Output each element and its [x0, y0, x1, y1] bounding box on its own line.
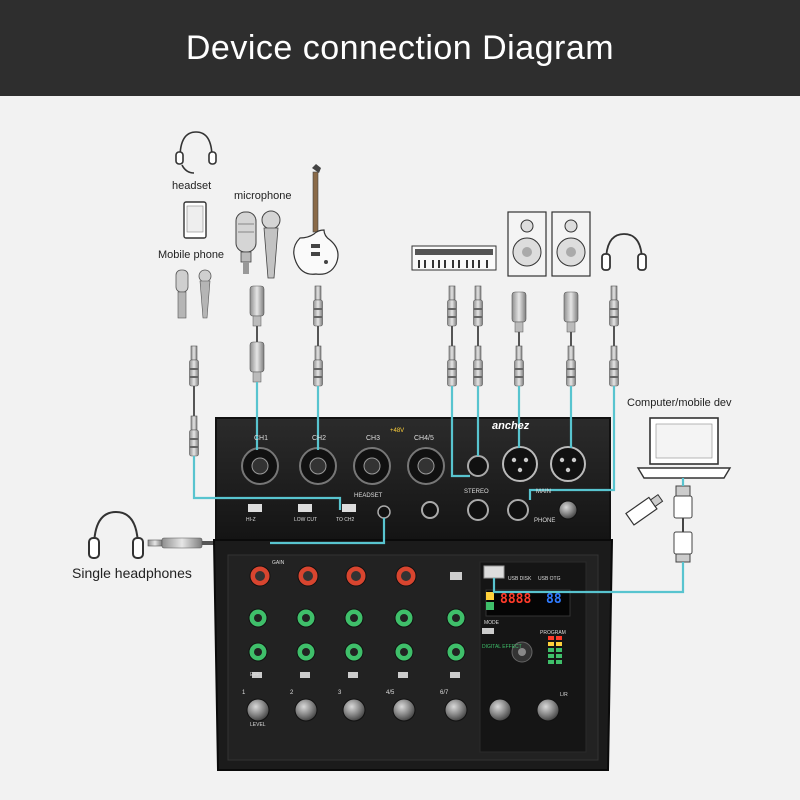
gain-label: GAIN — [272, 560, 285, 566]
mode-button[interactable] — [482, 628, 494, 634]
guitar-jack-cable — [313, 285, 323, 387]
phantom-label: +48V — [390, 428, 405, 434]
hi-z-switch[interactable] — [248, 504, 262, 512]
usb-plug-upper-icon — [673, 485, 693, 519]
laptop-icon — [636, 417, 732, 479]
headset-label: headset — [172, 180, 212, 192]
diagram-title: Device connection Diagram — [185, 28, 615, 67]
ch-number-3: 3 — [338, 690, 342, 696]
line-headphones-to-phone — [528, 386, 616, 500]
mobile-phone-icon — [183, 201, 207, 239]
to-ch2-label: TO CH2 — [336, 517, 355, 523]
low-cut-label: LOW CUT — [294, 517, 318, 523]
main-label: MAIN — [536, 489, 551, 495]
channel-strip-2 — [294, 565, 319, 722]
line-headset-to-mixer — [192, 456, 342, 510]
headset-cable — [189, 345, 199, 457]
combo-input-ch1[interactable] — [241, 447, 279, 485]
connection-diagram — [88, 131, 732, 771]
keyboard-cable-left — [447, 285, 457, 387]
diagram-stage: headset microphone Mobile phone Computer… — [0, 96, 800, 800]
headphones-icon — [601, 233, 647, 271]
dynamic-microphone-icon — [261, 210, 281, 279]
connection-lines — [192, 382, 685, 594]
usb-port[interactable] — [483, 565, 505, 579]
channel-strip-4-5 — [392, 565, 417, 722]
top-inputs — [241, 446, 586, 521]
brand-logo: anchez — [492, 420, 530, 432]
ch3-label: CH3 — [366, 435, 381, 442]
speaker-left-icon — [507, 211, 547, 277]
lr-label: L/R — [560, 692, 568, 698]
speaker-right-cable — [563, 291, 579, 387]
ch1-label: CH1 — [254, 435, 269, 442]
lr-level-knob[interactable] — [536, 698, 560, 722]
digital-effect-label: DIGITAL EFFECT — [482, 644, 522, 650]
stereo-jack-input[interactable] — [467, 455, 489, 521]
headphones-cable — [609, 285, 619, 387]
usb-disk-label: USB DISK — [508, 576, 532, 582]
speaker-left-cable — [511, 291, 527, 387]
ch-number-4-5: 4/5 — [386, 690, 395, 696]
mode-label: MODE — [484, 620, 499, 626]
lcd-readout: 8888 — [500, 592, 532, 607]
usb-stick-icon — [625, 494, 664, 526]
main-xlr-output-right[interactable] — [550, 446, 586, 482]
channel-strip-1 — [246, 565, 271, 722]
level-label: LEVEL — [250, 722, 266, 728]
title-banner: Device connection Diagram — [0, 0, 800, 96]
mic-xlr-cable — [249, 285, 265, 383]
line-usb-to-mixer — [492, 562, 685, 594]
phone-volume-knob[interactable] — [558, 500, 578, 520]
speaker-right-icon — [551, 211, 591, 277]
combo-input-ch3[interactable] — [353, 447, 391, 485]
combo-input-ch2[interactable] — [299, 447, 337, 485]
program-label: PROGRAM — [540, 630, 566, 636]
computer-label: Computer/mobile dev — [627, 397, 732, 409]
phone-output-jack[interactable] — [507, 499, 529, 521]
ch-number-6-7: 6/7 — [440, 690, 449, 696]
to-ch2-switch[interactable] — [342, 504, 356, 512]
eff-label: EFF — [250, 672, 260, 678]
usb-otg-label: USB OTG — [538, 576, 561, 582]
ch2-label: CH2 — [312, 435, 327, 442]
single-headphones-icon — [88, 510, 144, 559]
headset-jack[interactable] — [377, 501, 439, 519]
headset-icon — [175, 131, 217, 174]
hi-z-label: HI-Z — [246, 517, 256, 523]
combo-input-ch4-5[interactable] — [407, 447, 445, 485]
microphone-label: microphone — [234, 190, 292, 202]
lcd-readout-2: 88 — [546, 592, 562, 607]
channel-strips — [246, 565, 468, 722]
line-keyboard-left — [450, 386, 470, 478]
headset-panel-label: HEADSET — [354, 493, 383, 499]
usb-plug-lower-icon — [673, 531, 693, 563]
channel-strip-3 — [342, 565, 367, 722]
keyboard-cable-right — [473, 285, 483, 387]
condenser-microphone-icon — [235, 211, 257, 274]
mobile-phone-label: Mobile phone — [158, 249, 225, 261]
guitar-icon — [293, 164, 339, 275]
line-single-headphones — [270, 518, 386, 545]
main-xlr-output-left[interactable] — [502, 446, 538, 482]
ch-number-2: 2 — [290, 690, 294, 696]
stereo-label: STEREO — [464, 489, 489, 495]
digital-effect-section — [479, 561, 587, 753]
ch4-5-label: CH4/5 — [414, 435, 434, 442]
dynamic-mic-small-icon — [198, 269, 212, 319]
phone-label: PHONE — [534, 518, 556, 524]
eff-level-knob[interactable] — [488, 698, 512, 722]
ch-number-1: 1 — [242, 690, 246, 696]
single-headphones-label: Single headphones — [72, 565, 192, 581]
keyboard-icon — [411, 245, 497, 271]
channel-strip-6-7 — [444, 572, 468, 722]
condenser-mic-small-icon — [175, 269, 189, 319]
low-cut-switch[interactable] — [298, 504, 312, 512]
level-meters — [548, 636, 562, 664]
